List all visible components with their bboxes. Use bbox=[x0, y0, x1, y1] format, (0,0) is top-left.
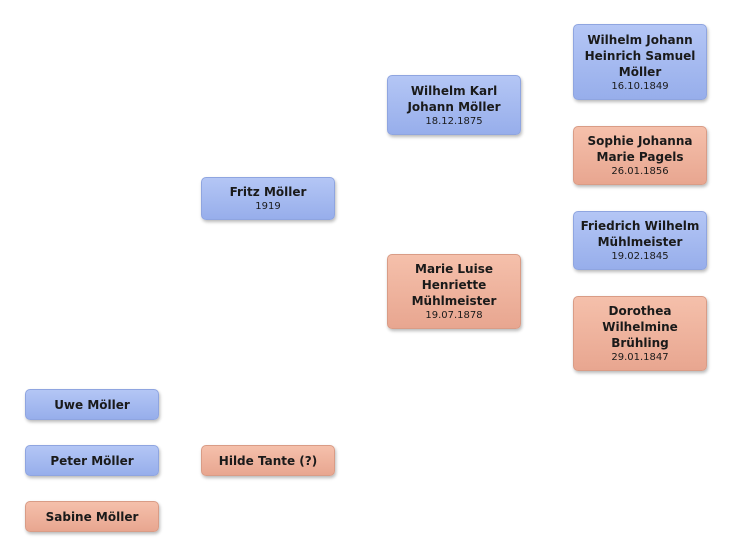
person-name: Wilhelm Johann Heinrich Samuel Möller bbox=[584, 32, 696, 79]
person-date: 19.07.1878 bbox=[425, 310, 483, 321]
person-date: 19.02.1845 bbox=[611, 251, 669, 262]
person-name: Uwe Möller bbox=[54, 397, 130, 412]
person-node-wilhelm-johann[interactable]: Wilhelm Johann Heinrich Samuel Möller 16… bbox=[573, 24, 707, 100]
person-name: Hilde Tante (?) bbox=[218, 453, 318, 468]
person-date: 26.01.1856 bbox=[611, 166, 669, 177]
person-node-marie-luise[interactable]: Marie Luise Henriette Mühlmeister 19.07.… bbox=[387, 254, 521, 329]
person-name: Dorothea Wilhelmine Brühling bbox=[602, 304, 678, 350]
person-node-uwe[interactable]: Uwe Möller bbox=[25, 389, 159, 420]
person-node-dorothea[interactable]: Dorothea Wilhelmine Brühling 29.01.1847 bbox=[573, 296, 707, 371]
person-name: Sabine Möller bbox=[45, 509, 139, 524]
person-name: Friedrich Wilhelm Mühlmeister bbox=[580, 219, 700, 249]
person-date: 16.10.1849 bbox=[611, 80, 669, 92]
person-node-sophie[interactable]: Sophie Johanna Marie Pagels 26.01.1856 bbox=[573, 126, 707, 185]
person-node-hilde[interactable]: Hilde Tante (?) bbox=[201, 445, 335, 476]
person-node-fritz[interactable]: Fritz Möller 1919 bbox=[201, 177, 335, 220]
person-name: Wilhelm Karl Johann Möller bbox=[407, 83, 501, 114]
person-date: 29.01.1847 bbox=[611, 352, 669, 363]
person-node-sabine[interactable]: Sabine Möller bbox=[25, 501, 159, 532]
person-name: Marie Luise Henriette Mühlmeister bbox=[411, 262, 497, 308]
person-node-friedrich[interactable]: Friedrich Wilhelm Mühlmeister 19.02.1845 bbox=[573, 211, 707, 270]
person-node-peter[interactable]: Peter Möller bbox=[25, 445, 159, 476]
person-node-wilhelm-karl[interactable]: Wilhelm Karl Johann Möller 18.12.1875 bbox=[387, 75, 521, 135]
person-name: Fritz Möller bbox=[229, 185, 307, 199]
person-date: 18.12.1875 bbox=[425, 115, 483, 127]
person-name: Sophie Johanna Marie Pagels bbox=[587, 134, 693, 164]
person-name: Peter Möller bbox=[50, 453, 134, 468]
person-date: 1919 bbox=[255, 201, 281, 212]
